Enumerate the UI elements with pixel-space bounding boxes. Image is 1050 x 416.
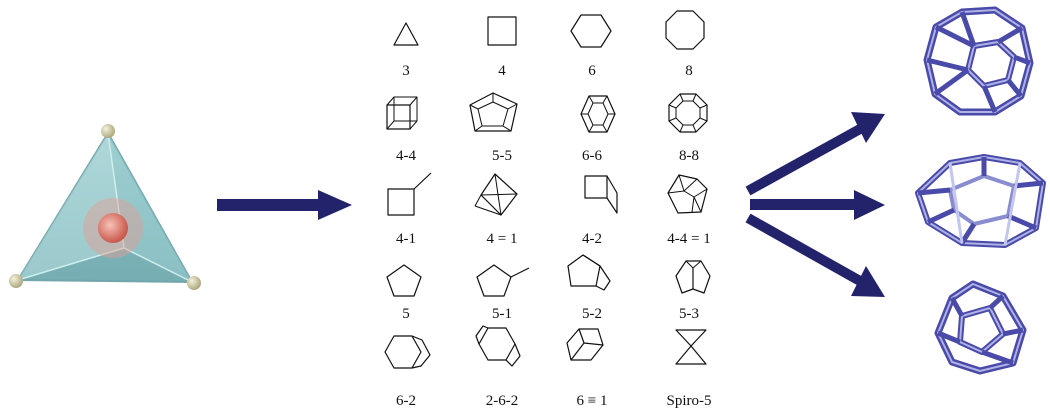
sbu-label: 4-4 = 1	[667, 231, 710, 247]
sbu-label: 4-2	[582, 231, 602, 247]
arrow-right-icon-2	[750, 190, 885, 220]
zeolite-cage-1-icon	[923, 6, 1034, 116]
sbu-label: 4-1	[396, 231, 416, 247]
sbu-label: 8-8	[679, 148, 699, 164]
sbu-shape-8	[665, 10, 705, 50]
sbu-shape-6-2	[384, 335, 431, 369]
sbu-shape-spiro-5	[675, 329, 707, 365]
sbu-label: 8	[685, 63, 693, 79]
sbu-label: 4	[498, 63, 506, 79]
sbu-label: 5-3	[679, 306, 699, 322]
sbu-label: 3	[402, 63, 410, 79]
sbu-shape-5-3	[675, 260, 711, 294]
tetrahedral-unit-icon	[9, 124, 201, 290]
sbu-shape-4-4	[386, 96, 418, 130]
zeolite-cage-2-icon	[915, 154, 1046, 248]
sbu-shape-5-2	[567, 254, 611, 291]
sbu-label: 5	[402, 306, 410, 322]
zeolite-cage-3-icon	[934, 280, 1027, 375]
sbu-shape-5	[386, 264, 422, 297]
sbu-label: 6-2	[396, 393, 416, 409]
sbu-shape-4-eq-1	[474, 173, 518, 216]
sbu-shape-4	[487, 16, 517, 46]
sbu-shape-4-4-eq-1	[667, 174, 708, 214]
sbu-label: 6-6	[582, 148, 602, 164]
sbu-label: 5-2	[582, 306, 602, 322]
arrow-up-right-icon	[745, 112, 885, 196]
sbu-shape-6	[570, 14, 612, 48]
sbu-shape-5-5	[469, 92, 518, 132]
arrow-down-right-icon	[745, 213, 885, 297]
sbu-label: 2-6-2	[486, 393, 519, 409]
sbu-shape-8-8	[668, 93, 708, 133]
sbu-label: Spiro-5	[667, 393, 712, 409]
sbu-shape-6-equiv-1	[566, 328, 604, 361]
sbu-label: 6	[588, 63, 596, 79]
sbu-label: 5-5	[492, 148, 512, 164]
sbu-shape-4-1	[387, 172, 432, 216]
sbu-label: 4 = 1	[487, 231, 518, 247]
sbu-shape-6-6	[580, 95, 616, 133]
sbu-shape-2-6-2	[475, 325, 521, 367]
sbu-shape-5-1	[476, 264, 530, 297]
sbu-shape-3	[393, 22, 419, 46]
sbu-label: 5-1	[492, 306, 512, 322]
sbu-label: 4-4	[396, 148, 416, 164]
sbu-label: 6 ≡ 1	[577, 393, 608, 409]
arrow-right-icon	[217, 190, 352, 220]
sbu-shape-4-2	[584, 175, 618, 214]
